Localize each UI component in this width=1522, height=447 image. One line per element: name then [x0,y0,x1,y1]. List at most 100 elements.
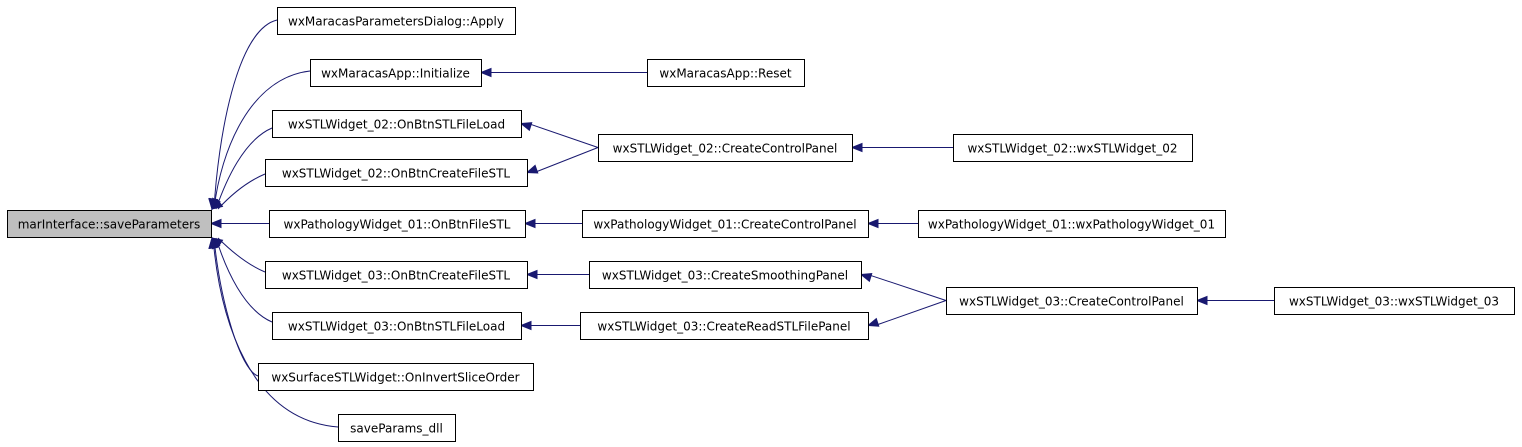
arrowhead [1195,295,1208,306]
node-label: wxSTLWidget_02::CreateControlPanel [613,142,838,156]
node-stl03Panel[interactable]: wxSTLWidget_03::CreateControlPanel [946,287,1198,315]
node-stl03Ctor[interactable]: wxSTLWidget_03::wxSTLWidget_03 [1274,287,1515,315]
node-stl03Load[interactable]: wxSTLWidget_03::OnBtnSTLFileLoad [272,312,522,340]
arrowhead [209,218,222,229]
node-label: wxSTLWidget_02::OnBtnCreateFileSTL [282,167,511,181]
edge-stl03Panel-to-stl03Read [866,300,947,327]
edge-stl03Smooth-to-stl03Create [525,269,589,280]
node-box[interactable] [265,261,528,289]
edge-stl03Read-to-stl03Load [519,320,580,331]
node-label: wxSTLWidget_03::CreateControlPanel [959,295,1184,309]
node-surfInvert[interactable]: wxSurfaceSTLWidget::OnInvertSliceOrder [258,363,534,391]
edge-line [870,275,947,301]
node-box[interactable] [265,159,528,187]
edge-stl03Panel-to-stl03Smooth [859,273,947,301]
edge-stl03Create-to-saveParameters [210,237,266,273]
node-label: wxSTLWidget_02::wxSTLWidget_02 [967,142,1177,156]
edge-stl02Create-to-saveParameters [210,173,266,210]
root-node-box[interactable] [7,210,212,238]
node-label: wxPathologyWidget_01::wxPathologyWidget_… [928,218,1215,232]
node-stl02Create[interactable]: wxSTLWidget_02::OnBtnCreateFileSTL [265,159,528,187]
node-pathPanel[interactable]: wxPathologyWidget_01::CreateControlPanel [582,210,869,238]
node-box[interactable] [272,110,522,138]
edge-stl03Ctor-to-stl03Panel [1195,295,1274,306]
node-stl03Read[interactable]: wxSTLWidget_03::CreateReadSTLFilePanel [580,312,869,340]
node-appInit[interactable]: wxMaracasApp::Initialize [310,59,482,87]
node-box[interactable] [589,261,862,289]
node-box[interactable] [582,210,869,238]
node-box[interactable] [598,134,853,162]
node-pathCtor[interactable]: wxPathologyWidget_01::wxPathologyWidget_… [918,210,1226,238]
edge-line [536,147,599,172]
arrowhead [866,317,880,327]
node-box[interactable] [647,59,805,87]
node-label: saveParams_dll [350,422,443,436]
arrowhead [479,67,492,78]
arrowhead [519,122,533,132]
edge-line [217,173,266,210]
edge-line [213,19,278,210]
node-stl03Smooth[interactable]: wxSTLWidget_03::CreateSmoothingPanel [589,261,862,289]
node-box[interactable] [269,210,526,238]
arrowhead [525,269,538,280]
edge-surfInvert-to-saveParameters [208,236,259,377]
node-saveParameters[interactable]: marInterface::saveParameters [7,210,212,238]
node-box[interactable] [1274,287,1515,315]
node-dlgApply[interactable]: wxMaracasParametersDialog::Apply [277,7,516,35]
node-box[interactable] [258,363,534,391]
edge-stl02Panel-to-stl02Load [519,122,599,148]
edge-line [215,237,273,323]
node-label: wxSTLWidget_03::OnBtnCreateFileSTL [282,269,511,283]
arrowhead [523,218,536,229]
arrowhead [866,218,879,229]
node-label: wxSurfaceSTLWidget::OnInvertSliceOrder [271,371,519,385]
node-stl02Panel[interactable]: wxSTLWidget_02::CreateControlPanel [598,134,853,162]
node-box[interactable] [953,134,1193,162]
edge-pathPanel-to-pathFile [523,218,582,229]
edge-appInit-to-saveParameters [208,70,311,211]
nodes-layer: marInterface::saveParameters wxMaracasPar… [7,7,1515,442]
node-box[interactable] [277,7,516,35]
node-box[interactable] [946,287,1198,315]
node-label: wxSTLWidget_03::wxSTLWidget_03 [1289,295,1499,309]
edge-line [212,237,339,428]
node-box[interactable] [310,59,482,87]
arrowhead [859,273,873,283]
node-label: wxSTLWidget_03::OnBtnSTLFileLoad [288,320,505,334]
arrowhead [519,320,532,331]
node-box[interactable] [338,414,456,442]
node-box[interactable] [918,210,1226,238]
node-box[interactable] [580,312,869,340]
arrowhead [208,236,218,249]
node-box[interactable] [272,312,522,340]
node-label: wxSTLWidget_02::OnBtnSTLFileLoad [288,118,505,132]
edge-line [530,123,599,148]
arrowhead [525,164,539,174]
node-pathFile[interactable]: wxPathologyWidget_01::OnBtnFileSTL [269,210,526,238]
node-appReset[interactable]: wxMaracasApp::Reset [647,59,805,87]
edge-line [215,127,273,210]
node-label: wxPathologyWidget_01::OnBtnFileSTL [284,218,511,232]
edge-line [213,70,311,210]
node-stl03Create[interactable]: wxSTLWidget_03::OnBtnCreateFileSTL [265,261,528,289]
edge-stl02Panel-to-stl02Create [525,147,599,174]
edge-pathCtor-to-pathPanel [866,218,918,229]
node-label: wxPathologyWidget_01::CreateControlPanel [593,218,856,232]
edge-stl02Ctor-to-stl02Panel [850,142,953,153]
arrowhead [850,142,863,153]
node-label: wxMaracasParametersDialog::Apply [288,15,504,29]
node-stl02Ctor[interactable]: wxSTLWidget_02::wxSTLWidget_02 [953,134,1193,162]
arrowhead [210,199,224,210]
node-stl02Load[interactable]: wxSTLWidget_02::OnBtnSTLFileLoad [272,110,522,138]
node-label: wxMaracasApp::Reset [659,67,791,81]
edge-line [877,300,947,325]
edge-stl03Load-to-saveParameters [211,236,273,323]
node-label: wxMaracasApp::Initialize [321,67,470,81]
node-dll[interactable]: saveParams_dll [338,414,456,442]
edge-line [217,237,266,273]
edges-layer [208,19,1274,428]
node-label: wxSTLWidget_03::CreateReadSTLFilePanel [597,320,850,334]
node-label: wxSTLWidget_03::CreateSmoothingPanel [602,269,848,283]
edge-appReset-to-appInit [479,67,647,78]
